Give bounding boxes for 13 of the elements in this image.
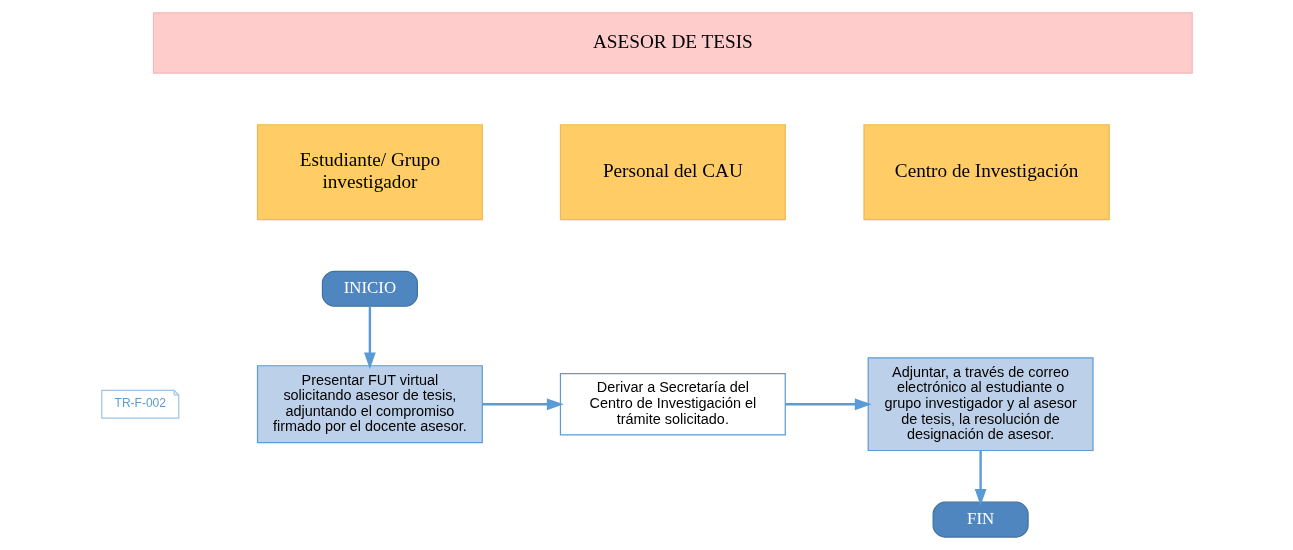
node-box: Estudiante/ Grupo investigador [256, 124, 483, 221]
node-box: ASESOR DE TESIS [152, 12, 1193, 74]
node-box: Adjuntar, a través de correo electrónico al estudiante o grupo investigador y al asesor de tesis, la resolución de designación de asesor. [867, 357, 1094, 452]
node-box: INICIO [321, 270, 418, 307]
arrow [784, 398, 872, 411]
node-box: Centro de Investigación [862, 124, 1110, 221]
node-box: FIN [932, 501, 1029, 538]
arrow [974, 450, 986, 506]
arrow [363, 306, 376, 370]
arrow [481, 398, 564, 411]
node-box: Presentar FUT virtual solicitando asesor de tesis, adjuntando el compromiso firmado por el docente asesor. [256, 365, 483, 444]
node-box: Personal del CAU [559, 124, 786, 221]
node-box: Derivar a Secretaría del Centro de Investigación el trámite solicitado. [559, 372, 786, 436]
